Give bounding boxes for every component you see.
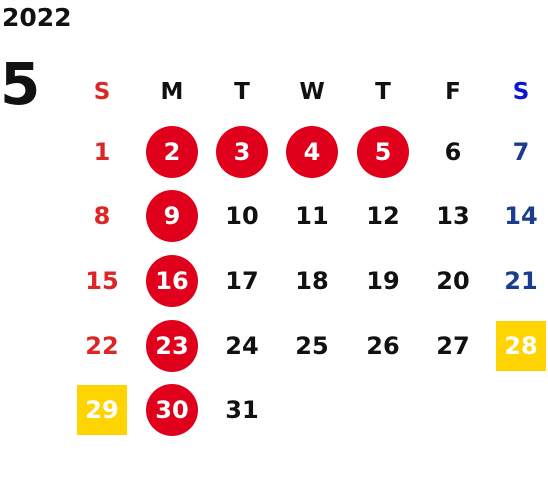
weekday-header: S (512, 79, 530, 105)
year-label: 2022 (2, 3, 72, 32)
day-cell[interactable]: 11 (295, 202, 329, 230)
day-cell[interactable]: 13 (436, 202, 470, 230)
day-cell[interactable]: 17 (225, 267, 259, 295)
day-cell[interactable]: 20 (436, 267, 470, 295)
month-number: 5 (0, 50, 41, 118)
day-cell[interactable]: 24 (225, 332, 259, 360)
day-cell[interactable]: 1 (93, 138, 111, 166)
day-cell[interactable]: 25 (295, 332, 329, 360)
weekday-header: F (445, 79, 461, 105)
day-cell[interactable]: 27 (436, 332, 470, 360)
day-cell[interactable]: 28 (496, 321, 546, 371)
day-cell[interactable]: 7 (512, 138, 530, 166)
day-cell[interactable]: 6 (444, 138, 462, 166)
weekday-header: T (234, 79, 250, 105)
day-cell[interactable]: 15 (85, 267, 119, 295)
day-cell[interactable]: 29 (77, 385, 127, 435)
day-cell[interactable]: 18 (295, 267, 329, 295)
weekday-header: M (160, 79, 184, 105)
day-cell[interactable]: 23 (146, 320, 198, 372)
day-cell[interactable]: 2 (146, 126, 198, 178)
day-cell[interactable]: 21 (504, 267, 538, 295)
weekday-header: T (375, 79, 391, 105)
day-cell[interactable]: 16 (146, 255, 198, 307)
day-cell[interactable]: 3 (216, 126, 268, 178)
day-cell[interactable]: 14 (504, 202, 538, 230)
day-cell[interactable]: 12 (366, 202, 400, 230)
day-cell[interactable]: 9 (146, 190, 198, 242)
day-cell[interactable]: 26 (366, 332, 400, 360)
day-cell[interactable]: 19 (366, 267, 400, 295)
day-cell[interactable]: 22 (85, 332, 119, 360)
weekday-header: S (93, 79, 111, 105)
day-cell[interactable]: 5 (357, 126, 409, 178)
day-cell[interactable]: 4 (286, 126, 338, 178)
weekday-header: W (299, 79, 325, 105)
day-cell[interactable]: 31 (225, 396, 259, 424)
day-cell[interactable]: 30 (146, 384, 198, 436)
day-cell[interactable]: 10 (225, 202, 259, 230)
day-cell[interactable]: 8 (93, 202, 111, 230)
